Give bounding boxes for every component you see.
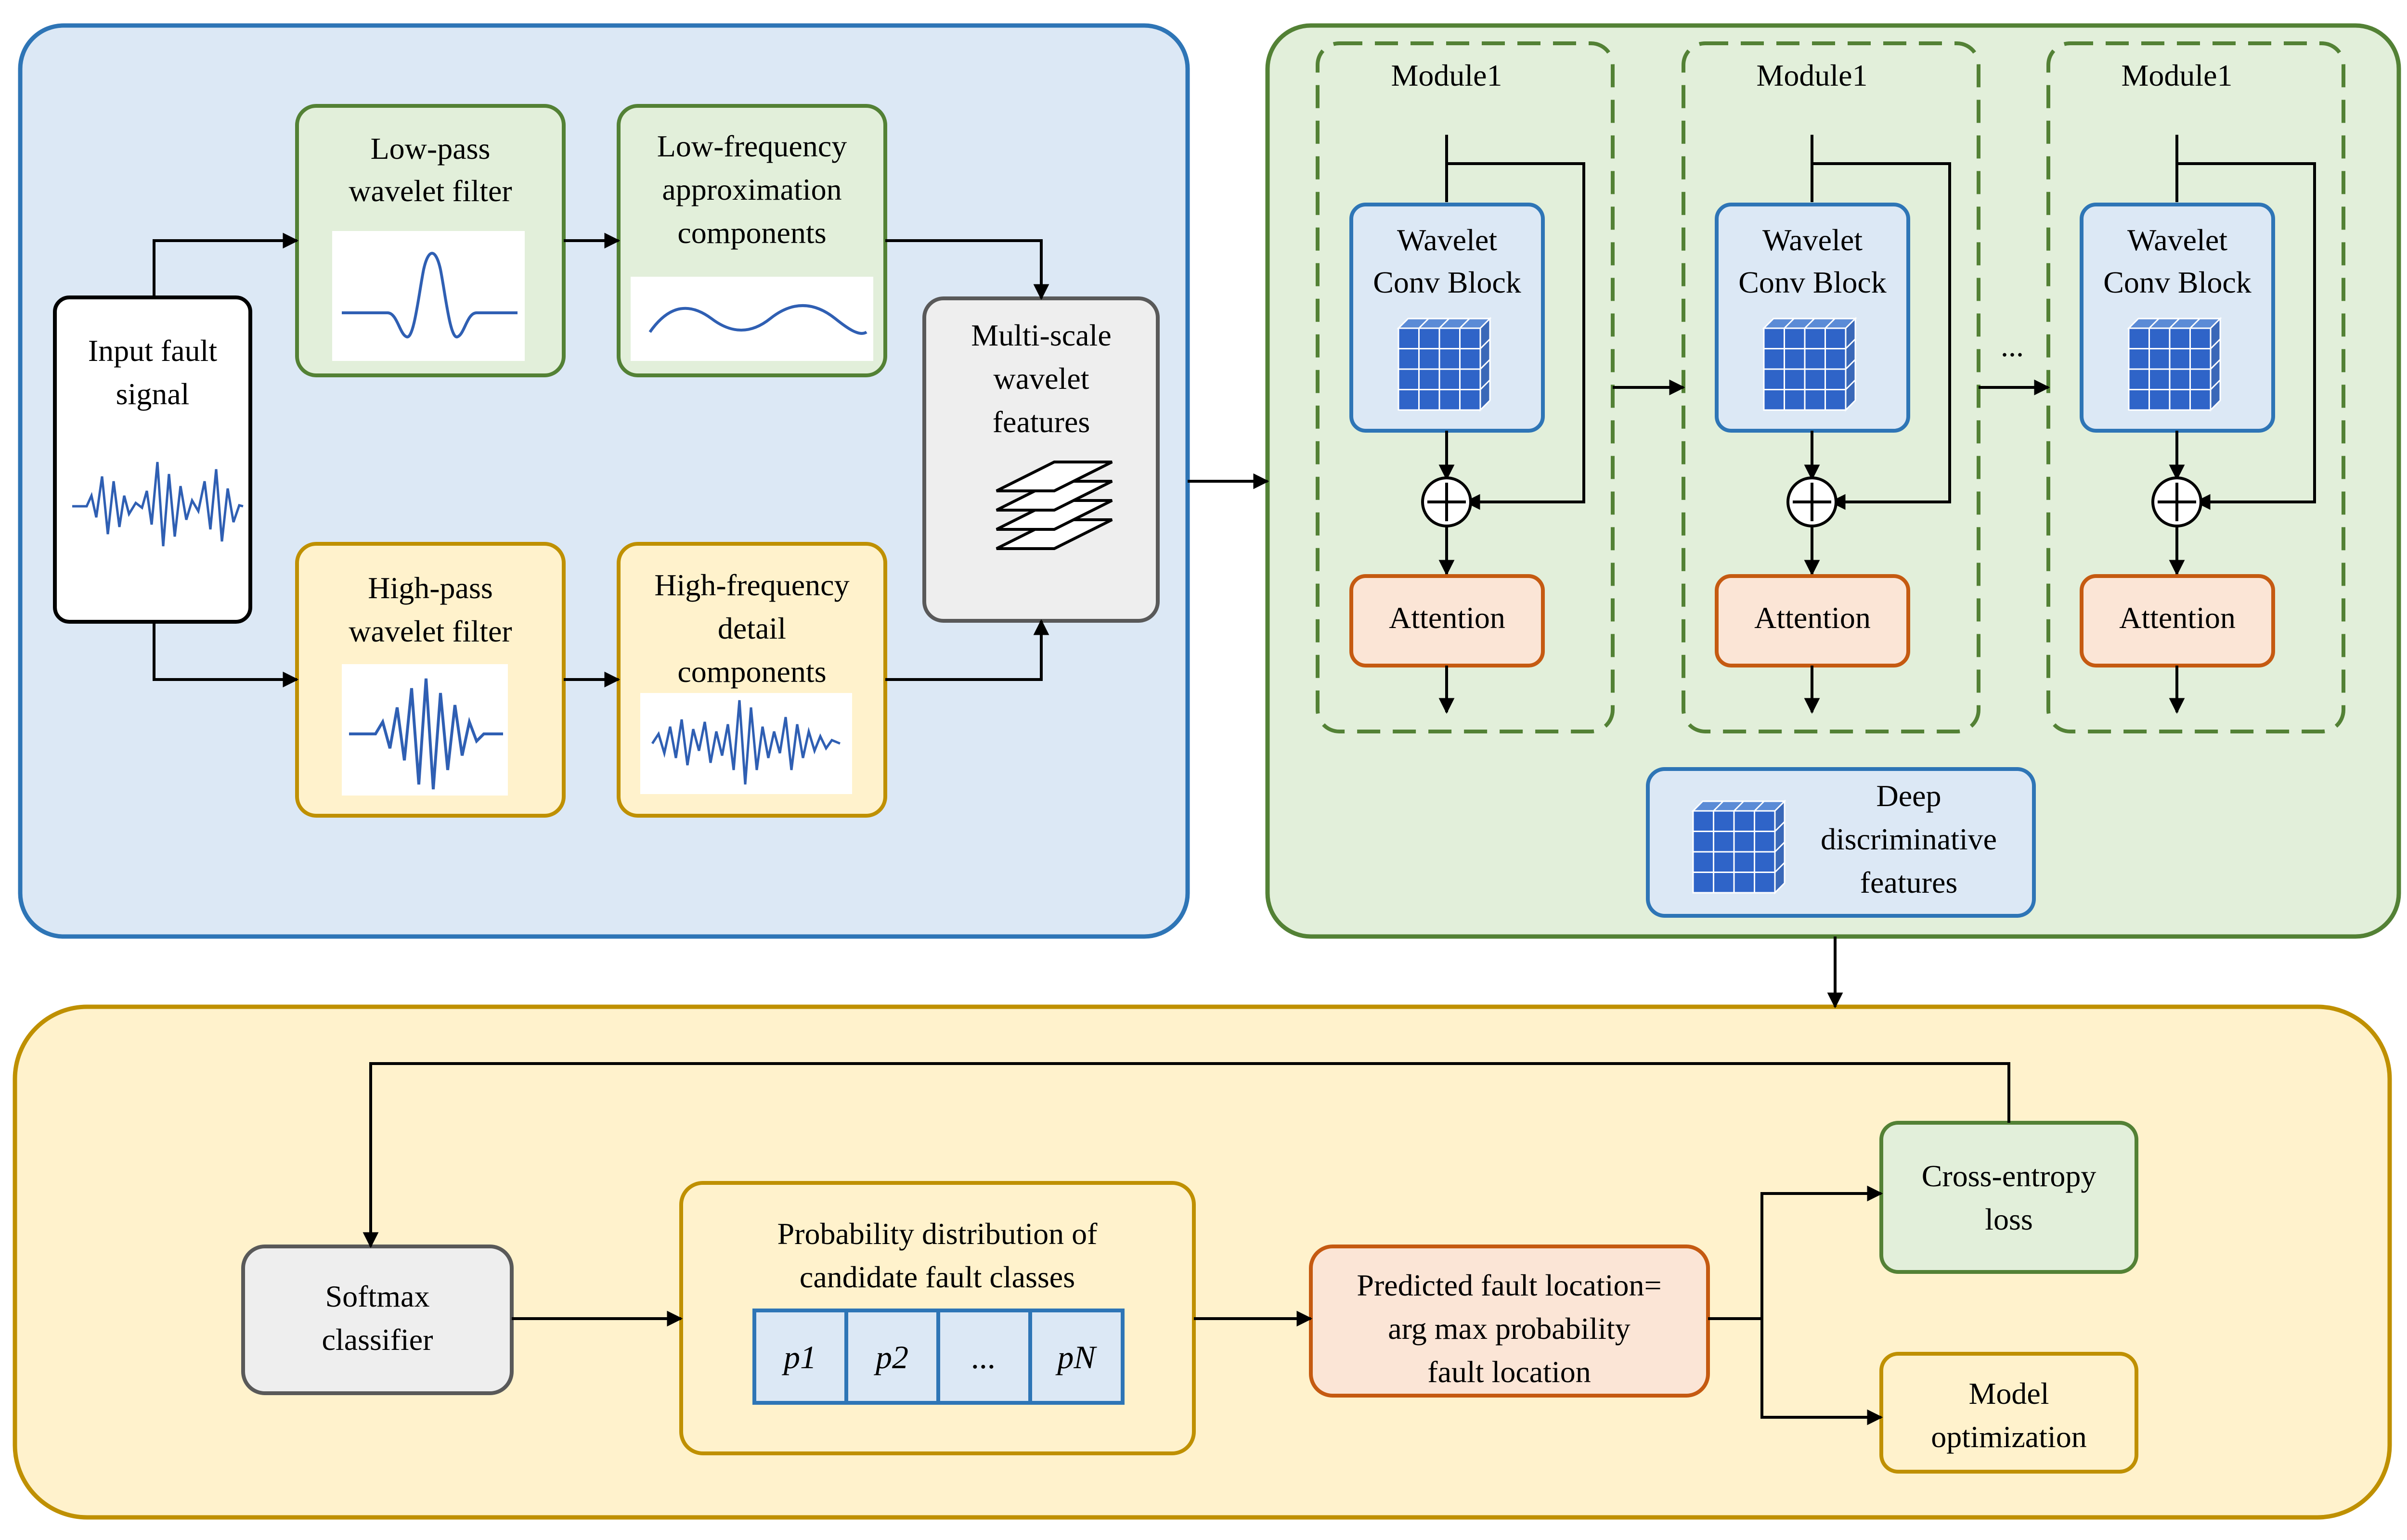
input-label-line1: Input fault <box>88 334 218 368</box>
deep-label-line1: Deep <box>1876 779 1941 813</box>
multiscale-features-box: Multi-scale wavelet features <box>922 296 1160 623</box>
module-3-block-line1: Wavelet <box>2127 223 2227 257</box>
circle-plus-icon <box>2151 476 2202 527</box>
probability-distribution-box: Probability distribution of candidate fa… <box>679 1181 1196 1455</box>
module-2-title: Module1 <box>1756 58 1867 92</box>
highfreq-components-box: High-frequency detail components <box>617 542 887 818</box>
model-optimization-box: Model optimization <box>1879 1352 2138 1474</box>
input-signal-box: Input fault signal <box>53 295 252 624</box>
module-1-title: Module1 <box>1391 58 1502 92</box>
classification-panel <box>13 1004 2392 1520</box>
softmax-classifier-box: Softmax classifier <box>241 1245 514 1395</box>
lowpass-filter-box: Low-pass wavelet filter <box>295 104 566 377</box>
highfreq-label-line1: High-frequency <box>654 568 849 602</box>
module-1: Module1 Wavelet Conv Block Attention <box>1316 41 1615 733</box>
deep-label-line2: discriminative <box>1821 822 1997 856</box>
decomposition-connectors <box>153 232 1269 688</box>
module-2-block-line1: Wavelet <box>1762 223 1863 257</box>
module-ellipsis: ... <box>2001 329 2024 363</box>
highfreq-label-line3: components <box>677 654 826 689</box>
input-label-line2: signal <box>116 377 190 411</box>
tensor-cube-icon <box>1398 318 1491 411</box>
module-2-attention-label: Attention <box>1754 601 1871 635</box>
wavelet-icon <box>648 304 867 335</box>
waveform-icon <box>72 462 244 547</box>
softmax-label-line2: classifier <box>322 1322 433 1357</box>
module-1-attention-label: Attention <box>1389 601 1505 635</box>
module-3-attention-label: Attention <box>2119 601 2236 635</box>
deep-features-box: Deep discriminative features <box>1646 767 2036 918</box>
predicted-label-line1: Predicted fault location= <box>1357 1268 1661 1302</box>
crossentropy-label-line1: Cross-entropy <box>1922 1159 2096 1193</box>
module-2: Module1 Wavelet Conv Block Attention <box>1682 41 1980 733</box>
module-1-block-line1: Wavelet <box>1397 223 1497 257</box>
optimization-label-line1: Model <box>1968 1376 2049 1411</box>
probability-label-line2: candidate fault classes <box>800 1260 1075 1294</box>
probability-cell-pn: pN <box>1055 1339 1097 1375</box>
tensor-cube-icon <box>1692 800 1786 894</box>
optimization-label-line2: optimization <box>1931 1420 2087 1454</box>
classification-connectors <box>362 1062 2010 1425</box>
module-1-block-line2: Conv Block <box>1373 265 1521 299</box>
multiscale-label-line3: features <box>993 405 1090 439</box>
multiscale-label-line1: Multi-scale <box>971 318 1111 352</box>
circle-plus-icon <box>1421 476 1472 527</box>
highpass-label-line2: wavelet filter <box>349 614 512 648</box>
lowpass-label-line1: Low-pass <box>371 131 491 166</box>
lowfreq-label-line3: components <box>677 216 826 250</box>
crossentropy-label-line2: loss <box>1985 1202 2033 1236</box>
module-3: Module1 Wavelet Conv Block Attention <box>2046 41 2345 733</box>
highfreq-label-line2: detail <box>718 611 786 645</box>
probability-cell-ellipsis: ... <box>972 1339 996 1375</box>
tensor-cube-icon <box>2128 318 2221 411</box>
lowpass-label-line2: wavelet filter <box>349 174 512 208</box>
multiscale-label-line2: wavelet <box>994 361 1089 396</box>
highpass-label-line1: High-pass <box>368 571 493 605</box>
cross-entropy-box: Cross-entropy loss <box>1879 1121 2138 1274</box>
probability-cell-p2: p2 <box>874 1339 908 1375</box>
probability-label-line1: Probability distribution of <box>777 1217 1098 1251</box>
circle-plus-icon <box>1786 476 1838 527</box>
tensor-cube-icon <box>1763 318 1856 411</box>
softmax-label-line1: Softmax <box>325 1279 430 1313</box>
lowfreq-label-line1: Low-frequency <box>657 129 847 163</box>
lowfreq-label-line2: approximation <box>662 172 841 206</box>
highpass-filter-box: High-pass wavelet filter <box>295 542 566 818</box>
predicted-label-line3: fault location <box>1427 1355 1591 1389</box>
lowfreq-components-box: Low-frequency approximation components <box>617 104 887 377</box>
deep-label-line3: features <box>1860 865 1958 899</box>
predicted-label-line2: arg max probability <box>1388 1311 1631 1346</box>
wavelet-icon <box>342 252 518 338</box>
probability-cell-p1: p1 <box>782 1339 816 1375</box>
wavelet-icon <box>651 700 841 785</box>
module-3-block-line2: Conv Block <box>2103 265 2252 299</box>
module-2-block-line2: Conv Block <box>1738 265 1887 299</box>
wavelet-icon <box>349 678 503 790</box>
stacked-layers-icon <box>996 461 1113 550</box>
module-3-title: Module1 <box>2121 58 2232 92</box>
predicted-location-box: Predicted fault location= arg max probab… <box>1309 1245 1710 1398</box>
